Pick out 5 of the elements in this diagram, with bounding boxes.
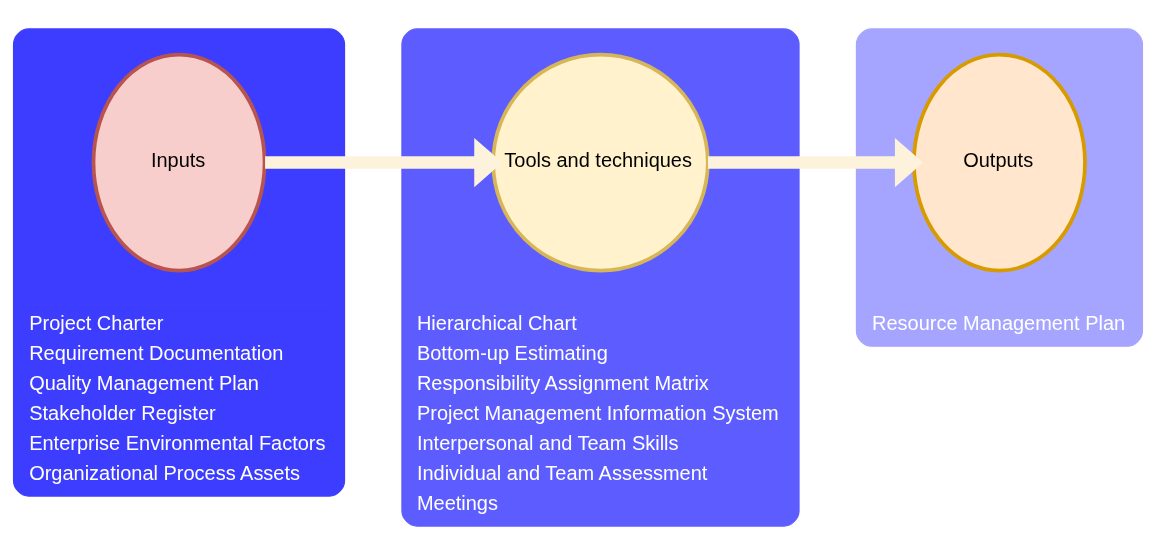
node-circle: Tools and techniques: [491, 52, 710, 272]
node-ellipse: Inputs: [91, 52, 267, 272]
arrow: [265, 137, 503, 187]
arrow: [707, 137, 924, 187]
node-ellipse: Outputs: [912, 52, 1087, 272]
